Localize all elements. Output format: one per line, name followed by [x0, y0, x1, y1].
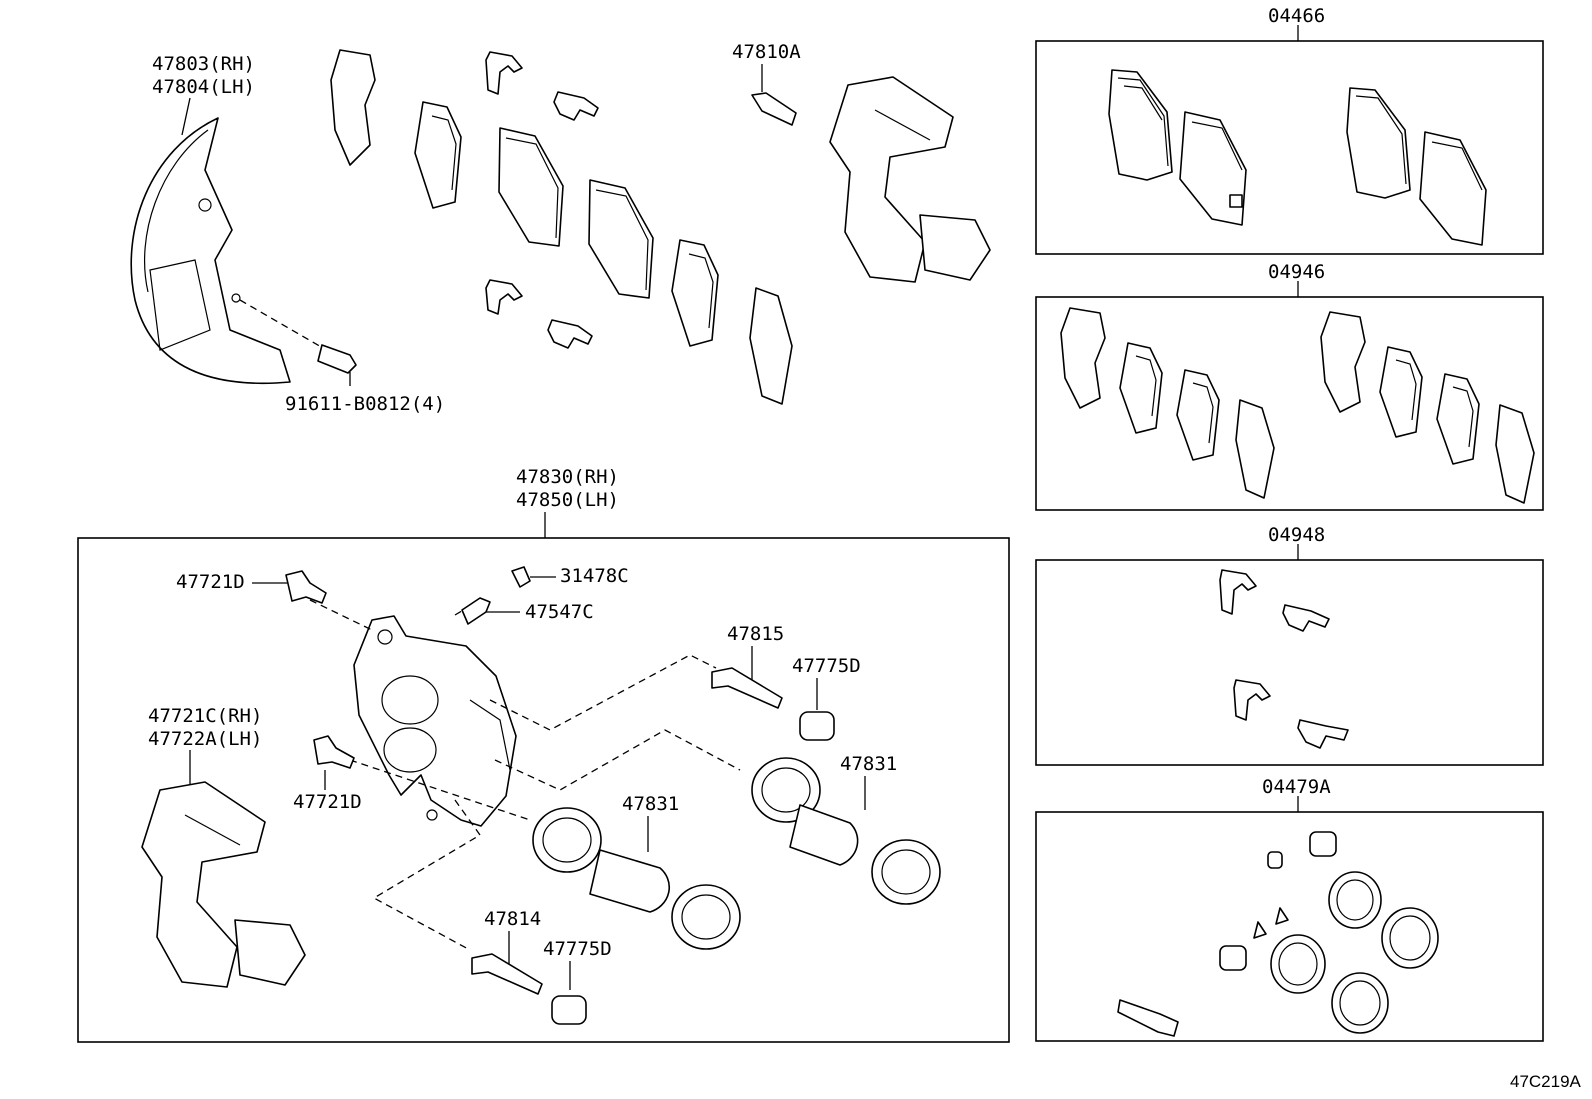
guide-pin-47814[interactable]: 47814	[471, 908, 543, 995]
bolt-91611[interactable]: 91611-B0812(4)	[239, 299, 445, 415]
callout-31478c: 31478C	[560, 565, 629, 587]
callout-47814: 47814	[484, 908, 541, 930]
callout-47803: 47803(RH)	[152, 53, 255, 75]
callout-47831-right: 47831	[840, 753, 897, 775]
dust-cover[interactable]: 47803(RH) 47804(LH)	[130, 53, 291, 384]
kit-04948-clips-icon	[1219, 569, 1349, 749]
upper-mounting[interactable]	[829, 76, 991, 283]
kit-04479a[interactable]: 04479A	[1035, 776, 1544, 1042]
guide-pin-47815[interactable]: 47815	[711, 623, 784, 709]
kit-code-04946: 04946	[1268, 261, 1325, 283]
kit-04948[interactable]: 04948	[1035, 524, 1544, 766]
kit-04466[interactable]: 04466	[1035, 5, 1544, 255]
bleeder-cap-31478c[interactable]: 31478C	[511, 565, 629, 588]
callout-47815: 47815	[727, 623, 784, 645]
callout-47721c: 47721C(RH)	[148, 705, 262, 727]
kit-04479a-seals-icon	[1117, 831, 1439, 1037]
callout-47830: 47830(RH)	[516, 466, 619, 488]
callout-47722a: 47722A(LH)	[148, 728, 262, 750]
caliper-group[interactable]: 47830(RH) 47850(LH) 47721D	[77, 466, 1010, 1043]
caliper-body-icon	[353, 615, 517, 827]
callout-47721d-top: 47721D	[176, 571, 245, 593]
piston-47831-right[interactable]: 47831	[751, 753, 941, 905]
bolt-47721d-top[interactable]: 47721D	[176, 570, 327, 604]
kit-code-04479a: 04479A	[1262, 776, 1331, 798]
callout-47804: 47804(LH)	[152, 76, 255, 98]
callout-47721d-mid: 47721D	[293, 791, 362, 813]
lower-mounting[interactable]: 47721C(RH) 47722A(LH)	[141, 705, 306, 988]
callout-47810a: 47810A	[732, 41, 801, 63]
diagram-code: 47C219A	[1510, 1072, 1582, 1091]
piston-47831-left[interactable]: 47831	[532, 793, 741, 950]
boot-47775d-bottom[interactable]: 47775D	[543, 938, 612, 1025]
callout-47775d-bottom: 47775D	[543, 938, 612, 960]
bolt-47810a[interactable]: 47810A	[732, 41, 801, 126]
callout-47775d-top: 47775D	[792, 655, 861, 677]
callout-47831-left: 47831	[622, 793, 679, 815]
kit-code-04948: 04948	[1268, 524, 1325, 546]
callout-91611: 91611-B0812(4)	[285, 393, 445, 415]
bolt-47721d-mid[interactable]: 47721D	[293, 735, 362, 813]
kit-04466-pads-icon	[1108, 69, 1487, 246]
upper-pads-assembly[interactable]	[330, 49, 793, 405]
callout-47547c: 47547C	[525, 601, 594, 623]
boot-47775d-top[interactable]: 47775D	[792, 655, 861, 741]
kit-code-04466: 04466	[1268, 5, 1325, 27]
kit-04946-pads-icon	[1060, 307, 1535, 504]
bleeder-screw-47547c[interactable]: 47547C	[461, 597, 594, 625]
callout-47850: 47850(LH)	[516, 489, 619, 511]
kit-04946[interactable]: 04946	[1035, 261, 1544, 511]
